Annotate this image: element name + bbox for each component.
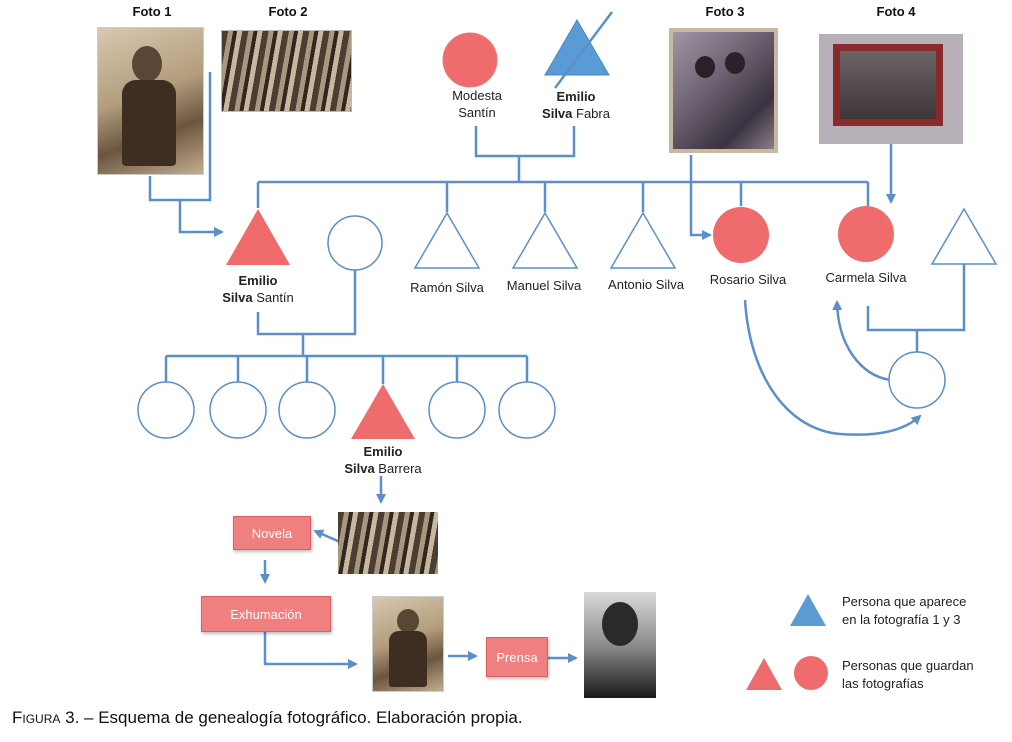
foto4-frame	[833, 44, 943, 126]
foto3-title: Foto 3	[705, 4, 745, 19]
foto4-family-image	[819, 34, 963, 144]
carmela-circle	[838, 206, 894, 262]
legend-red-circle	[794, 656, 828, 690]
exhumacion-box: Exhumación	[201, 596, 331, 632]
foto1-title: Foto 1	[132, 4, 172, 19]
child-circle-1	[137, 381, 195, 439]
rosario-label: Rosario Silva	[709, 272, 787, 287]
foto3-couple-image	[669, 28, 778, 153]
legend-red-text: Personas que guardan las fotografías	[842, 658, 974, 691]
child-circle-5	[428, 381, 486, 439]
modesta-circle	[442, 32, 498, 88]
foto1-portrait-image	[97, 27, 204, 175]
child-circle-6	[498, 381, 556, 439]
carmela-label: Carmela Silva	[825, 270, 907, 285]
prensa-figure-head	[602, 602, 638, 646]
ramon-triangle	[413, 211, 481, 269]
exhumacion-to-photo-arrow	[263, 632, 358, 669]
carmela-curve-arrow	[832, 300, 891, 382]
child-circle-3	[278, 381, 336, 439]
barrera-crowd-image	[338, 512, 438, 574]
deceased-strike	[554, 11, 613, 89]
foto3-figure-head-2	[725, 52, 745, 74]
antonio-label: Antonio Silva	[608, 277, 684, 292]
carmela-child-circle	[888, 351, 946, 409]
exhumacion-figure-body	[389, 631, 427, 687]
manuel-label: Manuel Silva	[506, 278, 582, 293]
modesta-label: Modesta Santín	[452, 88, 502, 120]
legend-blue-text: Persona que aparece en la fotografía 1 y…	[842, 594, 967, 627]
marriage-santin	[256, 270, 357, 336]
foto3-arrow	[689, 155, 712, 240]
foto1-figure-body	[122, 80, 176, 166]
foto2-crowd-image	[221, 30, 352, 112]
prensa-portrait-image	[584, 592, 656, 698]
emilio-fabra-triangle	[544, 19, 610, 76]
ramon-label: Ramón Silva	[410, 280, 484, 295]
carmela-spouse-triangle	[930, 207, 998, 265]
exhumacion-portrait-image	[372, 596, 444, 692]
foto4-title: Foto 4	[876, 4, 916, 19]
foto2-line	[180, 72, 212, 202]
parents-connector	[474, 126, 576, 182]
rosario-circle	[713, 207, 769, 263]
emilio-barrera-triangle	[351, 384, 415, 439]
figure-caption: Figura 3. – Esquema de genealogía fotogr…	[12, 708, 523, 727]
foto1-figure-head	[132, 46, 162, 82]
rosario-curve-arrow	[743, 299, 922, 436]
foto3-figure-head-1	[695, 56, 715, 78]
legend-blue-triangle	[790, 594, 826, 626]
prensa-box: Prensa	[486, 637, 548, 677]
emilio-santin-label: Emilio Silva Santín	[222, 273, 294, 305]
foto2-title: Foto 2	[268, 4, 308, 19]
manuel-triangle	[511, 211, 579, 269]
antonio-triangle	[609, 211, 677, 269]
child-circle-2	[209, 381, 267, 439]
spouse-circle	[327, 215, 383, 271]
emilio-fabra-label: Emilio Silva Fabra	[542, 89, 610, 121]
emilio-santin-triangle	[226, 209, 290, 265]
photo-to-novela-arrow	[313, 529, 341, 544]
legend-red-triangle	[746, 658, 782, 690]
novela-box: Novela	[233, 516, 311, 550]
emilio-barrera-label: Emilio Silva Barrera	[344, 444, 422, 476]
exhumacion-figure-head	[397, 609, 419, 633]
